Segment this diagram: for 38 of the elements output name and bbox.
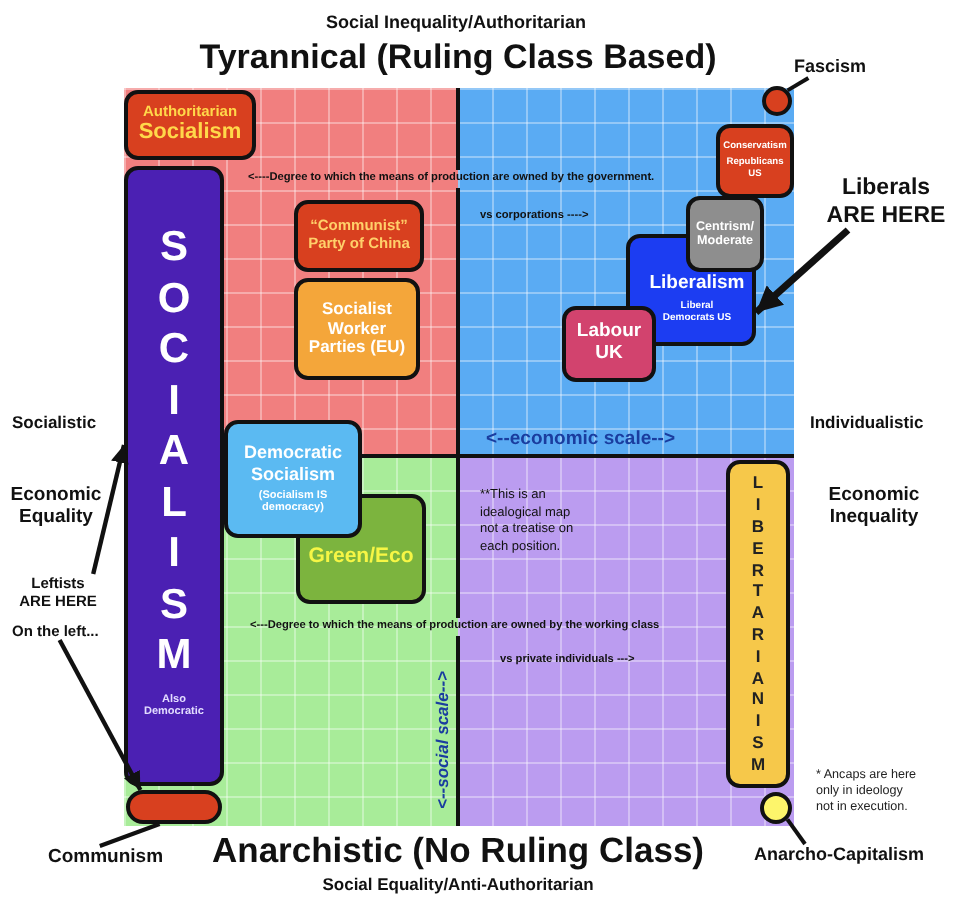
axis-label: Economic Inequality	[826, 484, 922, 528]
callout-text: Communism	[48, 846, 164, 868]
ideology-bar	[726, 460, 790, 788]
scale-label: <--social scale-->	[432, 671, 452, 809]
party-box	[294, 200, 424, 272]
callout-text: Anarcho-Capitalism	[754, 844, 925, 866]
axis-label: Socialistic	[12, 412, 97, 432]
leader-line	[99, 822, 161, 848]
axis-label: Individualistic	[810, 412, 924, 432]
party-box	[294, 278, 420, 380]
callout-text: Fascism	[794, 56, 867, 78]
arrow	[753, 227, 851, 315]
axis-subtitle: Social Inequality/Authoritarian	[325, 12, 587, 34]
party-box	[562, 306, 656, 382]
axis-title: Tyrannical (Ruling Class Based)	[199, 38, 717, 78]
axis-title: Anarchistic (No Ruling Class)	[212, 830, 704, 872]
leader-line	[785, 818, 807, 846]
callout-text: Liberals ARE HERE	[818, 176, 954, 230]
arrow	[57, 638, 143, 792]
ideology-box	[124, 90, 256, 160]
ideology-box	[716, 124, 794, 198]
ideology-name: Socialism	[138, 120, 242, 147]
ideology-name: Democratic Socialism	[241, 442, 345, 485]
ideology-box	[224, 420, 362, 538]
vertical-title: SOCIALISM	[156, 222, 192, 681]
axis-label: Economic Equality	[8, 484, 104, 528]
party-name: Labour UK	[574, 322, 644, 366]
capsule-marker-icon	[126, 790, 222, 824]
party-name: Socialist Worker Parties (EU)	[307, 299, 407, 359]
vertical-title: LIBERTARIANISM	[750, 472, 766, 776]
ideology-box	[686, 196, 764, 272]
ideology-name: Green/Eco	[308, 544, 414, 570]
leader-line	[786, 76, 810, 93]
ideology-bar	[124, 166, 224, 786]
axis-subtitle: Social Equality/Anti-Authoritarian	[322, 874, 594, 894]
scale-label: <--economic scale-->	[486, 428, 676, 450]
arrow	[91, 444, 129, 575]
ideology-name: Liberalism	[649, 274, 745, 297]
